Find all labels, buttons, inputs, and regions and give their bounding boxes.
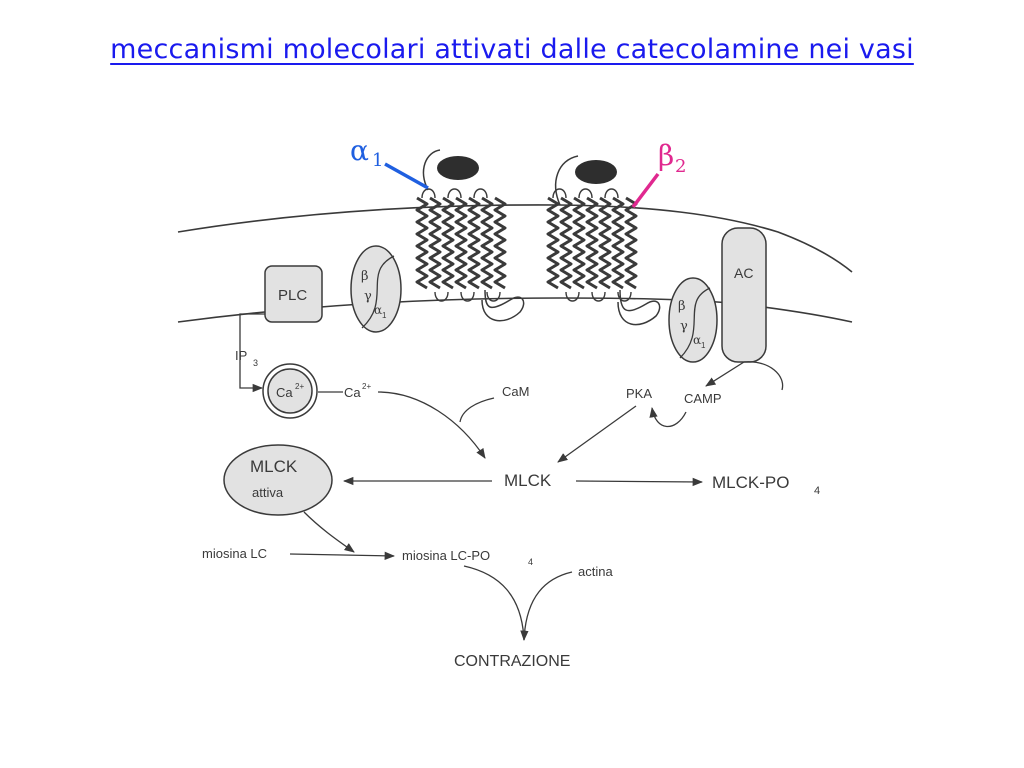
membrane-outer-line [177, 204, 853, 273]
beta2-label: β 2 [631, 139, 686, 209]
beta2-ligand [575, 160, 617, 184]
helix-loop [447, 188, 462, 199]
svg-text:1: 1 [701, 341, 706, 350]
mlck-label: MLCK [504, 471, 552, 490]
transmembrane-helix [624, 196, 638, 290]
pka-to-mlck-arrow [557, 405, 637, 463]
ac-box: AC [721, 227, 767, 363]
svg-text:3: 3 [253, 358, 258, 368]
helix-loop [473, 188, 488, 199]
g-protein-alpha1: β γ α 1 [350, 245, 402, 333]
actina-label: actina [578, 564, 613, 579]
transmembrane-helix [415, 196, 429, 290]
myosin-to-contraction-curve [463, 565, 525, 641]
ac-to-camp-curve [743, 361, 784, 391]
svg-text:IP: IP [235, 348, 247, 363]
transmembrane-helix [441, 196, 455, 290]
svg-text:1: 1 [382, 311, 387, 320]
svg-text:MLCK: MLCK [250, 457, 298, 476]
svg-text:2+: 2+ [362, 382, 371, 391]
transmembrane-helix [480, 196, 494, 290]
svg-text:2+: 2+ [295, 382, 304, 391]
helix-loop [421, 188, 436, 199]
helix-loop [434, 291, 449, 302]
helix-loop [617, 291, 632, 302]
pka-label: PKA [626, 386, 652, 401]
mlck-po4-label: MLCK-PO 4 [712, 473, 820, 497]
mlck-active-ellipse: MLCK attiva [223, 444, 333, 516]
cam-label: CaM [502, 384, 529, 399]
ac-to-camp-arrow [705, 361, 745, 387]
ip3-label: IP 3 [235, 348, 258, 368]
svg-text:attiva: attiva [252, 485, 284, 500]
transmembrane-helix [585, 196, 599, 290]
transmembrane-helix [493, 196, 507, 290]
transmembrane-helix [611, 196, 625, 290]
slide-title: meccanismi molecolari attivati dalle cat… [110, 34, 914, 65]
svg-text:Ca: Ca [276, 385, 293, 400]
mlck-to-phosphorylated-arrow [575, 477, 704, 487]
alpha1-ligand [437, 156, 479, 180]
svg-text:MLCK-PO: MLCK-PO [712, 473, 789, 492]
alpha1-receptor [415, 149, 525, 322]
plc-box: PLC [264, 265, 323, 323]
svg-text:PLC: PLC [278, 287, 307, 304]
svg-text:γ: γ [364, 289, 372, 304]
helix-loop [460, 291, 475, 302]
alpha1-transmembrane-helices [415, 188, 507, 302]
ca-store: Ca 2+ [262, 363, 318, 419]
helix-loop [486, 291, 501, 302]
transmembrane-helix [428, 196, 442, 290]
ca-cam-to-mlck-arrow [377, 391, 486, 459]
helix-loop [552, 188, 567, 199]
cam-curve [459, 397, 495, 423]
svg-text:1: 1 [372, 150, 383, 171]
transmembrane-helix [559, 196, 573, 290]
ca-free-label: Ca 2+ [344, 382, 371, 400]
myosin-phosphorylation-arrow [289, 551, 396, 560]
plc-to-ca-store-line [239, 313, 265, 393]
svg-text:2: 2 [675, 156, 686, 177]
svg-text:miosina LC-PO: miosina LC-PO [402, 548, 490, 563]
miosina-lc-label: miosina LC [202, 546, 267, 561]
transmembrane-helix [454, 196, 468, 290]
transmembrane-helix [572, 196, 586, 290]
svg-text:γ: γ [680, 319, 688, 334]
beta2-transmembrane-helices [546, 188, 638, 302]
svg-text:β: β [361, 269, 369, 284]
mlck-active-to-myosin-arrow [303, 511, 355, 553]
beta2-receptor [546, 155, 661, 326]
transmembrane-helix [598, 196, 612, 290]
svg-text:AC: AC [734, 265, 753, 281]
actin-to-contraction-curve [520, 571, 573, 642]
contrazione-label: CONTRAZIONE [454, 653, 570, 670]
helix-loop [578, 188, 593, 199]
svg-text:α: α [374, 303, 382, 317]
transmembrane-helix [467, 196, 481, 290]
helix-loop [565, 291, 580, 302]
helix-loop [591, 291, 606, 302]
camp-to-pka-arrow [649, 406, 687, 428]
svg-text:β: β [678, 299, 686, 314]
helix-loop [604, 188, 619, 199]
camp-label: CAMP [684, 391, 722, 406]
svg-text:4: 4 [528, 557, 533, 567]
g-protein-beta2: β γ α 1 [668, 277, 718, 363]
svg-text:4: 4 [814, 485, 820, 497]
miosina-lc-po4-label: miosina LC-PO 4 [402, 548, 533, 567]
svg-text:α: α [693, 333, 701, 347]
alpha1-label: α 1 [350, 134, 429, 190]
transmembrane-helix [546, 196, 560, 290]
svg-text:β: β [658, 139, 674, 172]
svg-text:Ca: Ca [344, 385, 361, 400]
svg-text:α: α [350, 134, 369, 167]
